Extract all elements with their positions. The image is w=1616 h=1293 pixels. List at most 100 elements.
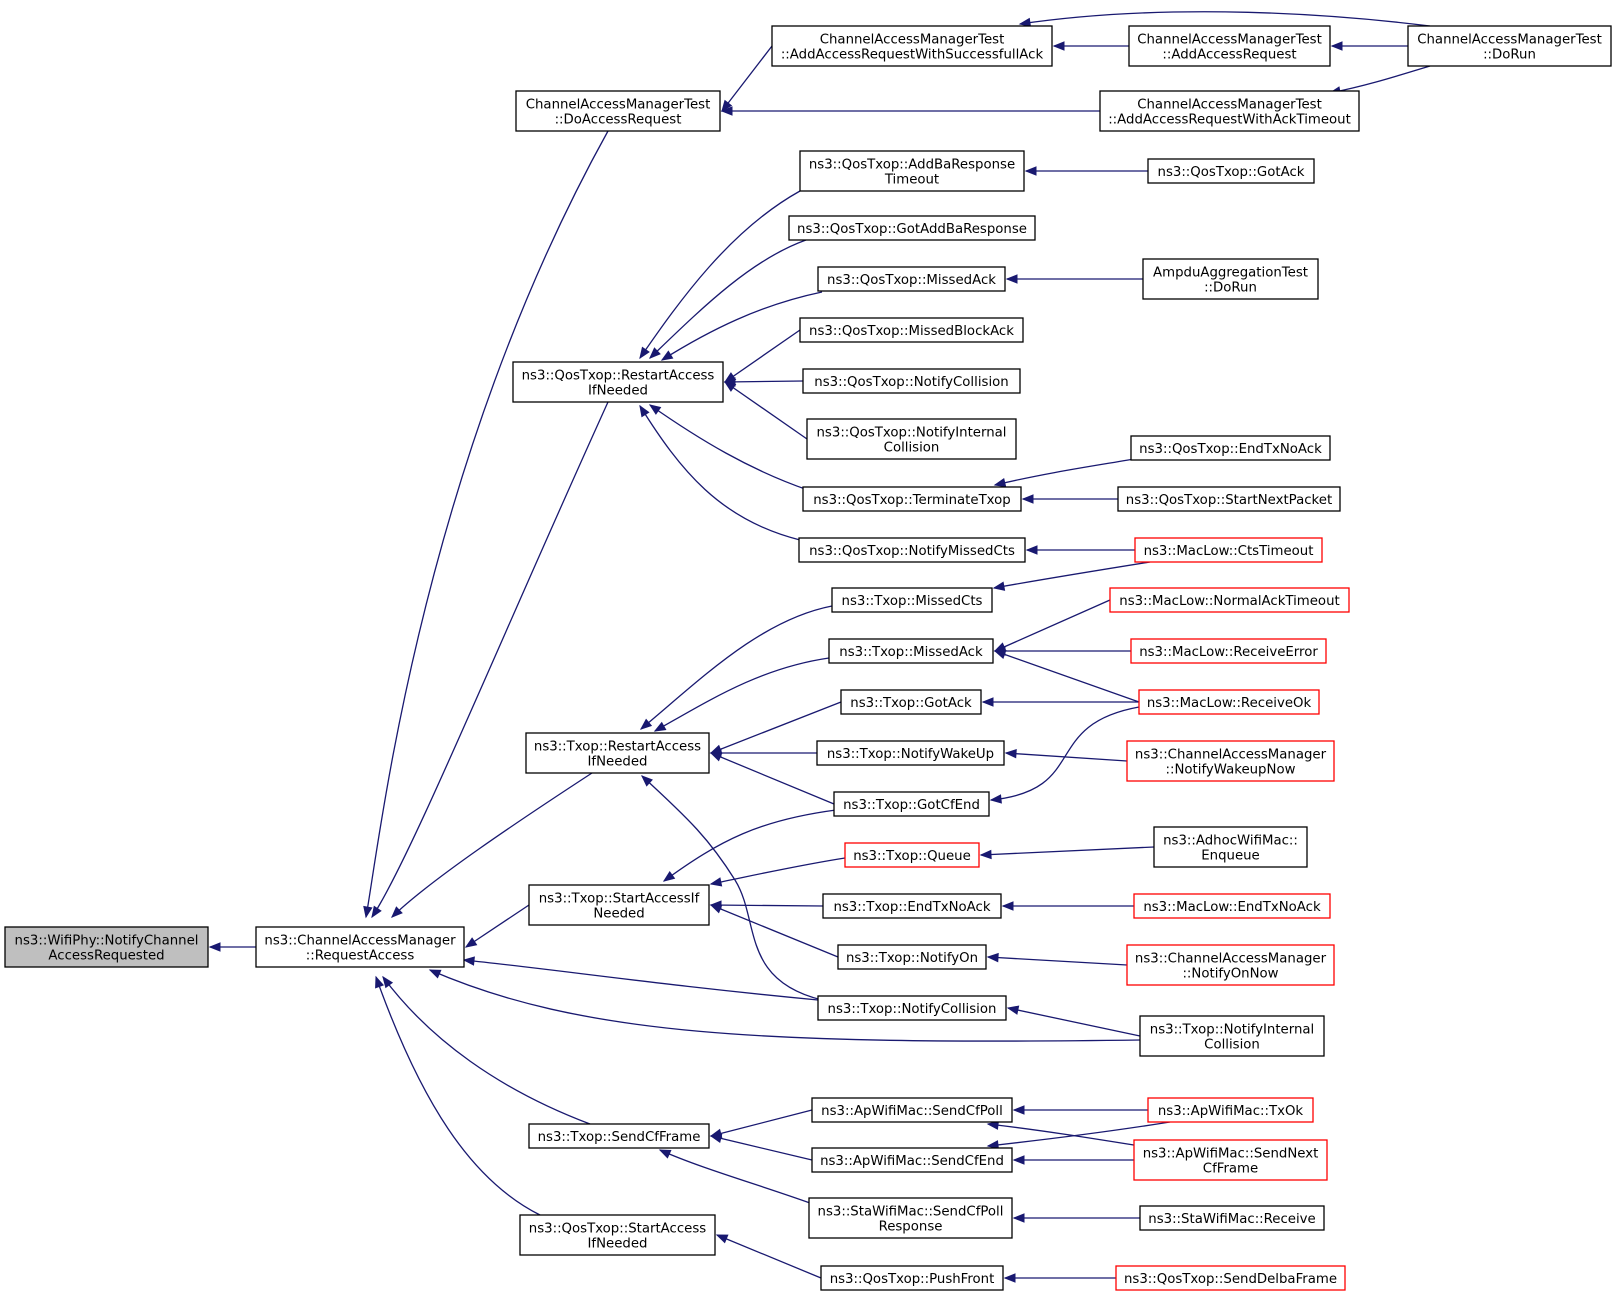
node-cam-request[interactable]: ns3::ChannelAccessManager::RequestAccess xyxy=(255,926,465,968)
node-root[interactable]: ns3::WifiPhy::NotifyChannelAccessRequest… xyxy=(4,926,209,968)
node-qos-terminate[interactable]: ns3::QosTxop::TerminateTxop xyxy=(802,486,1022,512)
arrowhead-icon xyxy=(979,849,992,860)
node-ap-sendcfpoll[interactable]: ns3::ApWifiMac::SendCfPoll xyxy=(811,1097,1013,1123)
node-qos-gotack[interactable]: ns3::QosTxop::GotAck xyxy=(1147,158,1315,184)
node-txop-missedack[interactable]: ns3::Txop::MissedAck xyxy=(828,638,994,664)
arrowhead-icon xyxy=(1018,17,1032,28)
node-sta-receive[interactable]: ns3::StaWifiMac::Receive xyxy=(1139,1205,1325,1231)
node-ampdu-dorun[interactable]: AmpduAggregationTest::DoRun xyxy=(1142,258,1319,300)
edge-line xyxy=(994,599,1111,652)
edge-line xyxy=(375,976,541,1216)
node-qos-senddelba[interactable]: ns3::QosTxop::SendDelbaFrame xyxy=(1115,1265,1346,1291)
edge-line xyxy=(724,381,808,440)
node-qos-pushfront[interactable]: ns3::QosTxop::PushFront xyxy=(820,1265,1004,1291)
edge-maclow_recvok-to-txop_gotack xyxy=(981,697,1139,707)
node-box xyxy=(1117,486,1341,512)
edge-txop_restart-to-cam_request xyxy=(391,772,593,918)
node-label: ns3::ChannelAccessManager xyxy=(1135,748,1327,763)
node-maclow-endtxnoack[interactable]: ns3::MacLow::EndTxNoAck xyxy=(1133,893,1331,919)
arrowhead-icon xyxy=(428,969,442,979)
node-label: ns3::QosTxop::NotifyMissedCts xyxy=(809,544,1015,559)
node-box xyxy=(1099,90,1360,132)
node-label: ::AddAccessRequestWithAckTimeout xyxy=(1108,113,1351,128)
edge-line xyxy=(994,457,1141,486)
node-camt-addreq[interactable]: ChannelAccessManagerTest::AddAccessReque… xyxy=(1128,25,1331,67)
node-txop-gotcfend[interactable]: ns3::Txop::GotCfEnd xyxy=(833,791,990,817)
node-box xyxy=(811,1147,1013,1173)
node-qos-notifycoll[interactable]: ns3::QosTxop::NotifyCollision xyxy=(802,368,1021,394)
edge-line xyxy=(724,380,804,383)
edge-line xyxy=(710,857,846,885)
node-txop-missedcts[interactable]: ns3::Txop::MissedCts xyxy=(831,587,993,613)
node-box xyxy=(816,740,1005,766)
node-label: ns3::Txop::GotAck xyxy=(850,696,972,711)
node-label: ns3::Txop::RestartAccess xyxy=(534,740,701,755)
node-maclow-ctstimeout[interactable]: ns3::MacLow::CtsTimeout xyxy=(1134,537,1323,563)
node-txop-gotack[interactable]: ns3::Txop::GotAck xyxy=(840,689,982,715)
node-label: ChannelAccessManagerTest xyxy=(820,33,1005,48)
node-ap-txok[interactable]: ns3::ApWifiMac::TxOk xyxy=(1147,1097,1314,1123)
arrowhead-icon xyxy=(208,942,221,952)
node-camt-addtimeout[interactable]: ChannelAccessManagerTest::AddAccessReque… xyxy=(1099,90,1360,132)
node-camt-dorun[interactable]: ChannelAccessManagerTest::DoRun xyxy=(1407,25,1612,67)
edge-qos_pushfront-to-qos_startaccess xyxy=(715,1234,822,1279)
node-txop-notifycoll[interactable]: ns3::Txop::NotifyCollision xyxy=(817,995,1007,1021)
edge-ampdu_dorun-to-qos_missedack xyxy=(1005,274,1143,284)
node-box xyxy=(1126,944,1335,986)
edge-line xyxy=(371,401,609,918)
arrowhead-icon xyxy=(639,346,650,360)
edge-camt_dorun-to-camt_addreq xyxy=(1330,41,1408,51)
node-txop-notifyon[interactable]: ns3::Txop::NotifyOn xyxy=(837,944,987,970)
node-txop-sendcfframe[interactable]: ns3::Txop::SendCfFrame xyxy=(528,1123,710,1149)
node-camt-doaccess[interactable]: ChannelAccessManagerTest::DoAccessReques… xyxy=(515,90,721,132)
node-cam-notifyon[interactable]: ns3::ChannelAccessManager::NotifyOnNow xyxy=(1126,944,1335,986)
arrowhead-icon xyxy=(1052,41,1065,51)
node-box xyxy=(817,266,1006,292)
node-ap-sendcfend[interactable]: ns3::ApWifiMac::SendCfEnd xyxy=(811,1147,1013,1173)
node-qos-startnext[interactable]: ns3::QosTxop::StartNextPacket xyxy=(1117,486,1341,512)
node-qos-missedcts[interactable]: ns3::QosTxop::NotifyMissedCts xyxy=(798,537,1026,563)
node-label: ::RequestAccess xyxy=(306,949,415,964)
node-box xyxy=(1130,435,1331,461)
node-txop-endtxnoack[interactable]: ns3::Txop::EndTxNoAck xyxy=(822,893,1002,919)
edge-txop_sendcfframe-to-cam_request xyxy=(382,975,591,1125)
node-box xyxy=(808,1197,1013,1239)
node-label: ns3::QosTxop::StartNextPacket xyxy=(1126,493,1332,508)
node-cam-notifywake[interactable]: ns3::ChannelAccessManager::NotifyWakeupN… xyxy=(1126,740,1335,782)
node-qos-missedack[interactable]: ns3::QosTxop::MissedAck xyxy=(817,266,1006,292)
node-label: ns3::ChannelAccessManager xyxy=(264,934,456,949)
arrowhead-icon xyxy=(662,870,676,882)
edge-qos_missedcts-to-qos_restart xyxy=(639,404,801,541)
node-camt-addsucc[interactable]: ChannelAccessManagerTest::AddAccessReque… xyxy=(771,25,1053,67)
node-txop-notifywake[interactable]: ns3::Txop::NotifyWakeUp xyxy=(816,740,1005,766)
node-box xyxy=(519,1214,716,1256)
edge-qos_missedack-to-qos_restart xyxy=(660,291,823,361)
node-qos-endtxnoack[interactable]: ns3::QosTxop::EndTxNoAck xyxy=(1130,435,1331,461)
node-txop-queue[interactable]: ns3::Txop::Queue xyxy=(844,842,980,868)
node-box xyxy=(837,944,987,970)
node-qos-missedblockack[interactable]: ns3::QosTxop::MissedBlockAck xyxy=(799,317,1024,343)
node-qos-gotaddba[interactable]: ns3::QosTxop::GotAddBaResponse xyxy=(788,215,1036,241)
node-maclow-recverr[interactable]: ns3::MacLow::ReceiveError xyxy=(1130,638,1327,664)
node-label: ::DoRun xyxy=(1483,48,1536,63)
node-label: AccessRequested xyxy=(48,949,164,964)
arrowhead-icon xyxy=(993,477,1007,488)
node-box xyxy=(1126,740,1335,782)
node-adhoc-enqueue[interactable]: ns3::AdhocWifiMac::Enqueue xyxy=(1153,826,1308,868)
edge-ap_sendcfpoll-to-txop_sendcfframe xyxy=(709,1109,813,1138)
node-box xyxy=(528,884,710,926)
node-maclow-normalack[interactable]: ns3::MacLow::NormalAckTimeout xyxy=(1109,587,1350,613)
node-label: ns3::ApWifiMac::SendNext xyxy=(1143,1147,1319,1162)
edge-maclow_ctstimeout-to-qos_missedcts xyxy=(1025,545,1135,555)
node-maclow-recvok[interactable]: ns3::MacLow::ReceiveOk xyxy=(1138,689,1320,715)
